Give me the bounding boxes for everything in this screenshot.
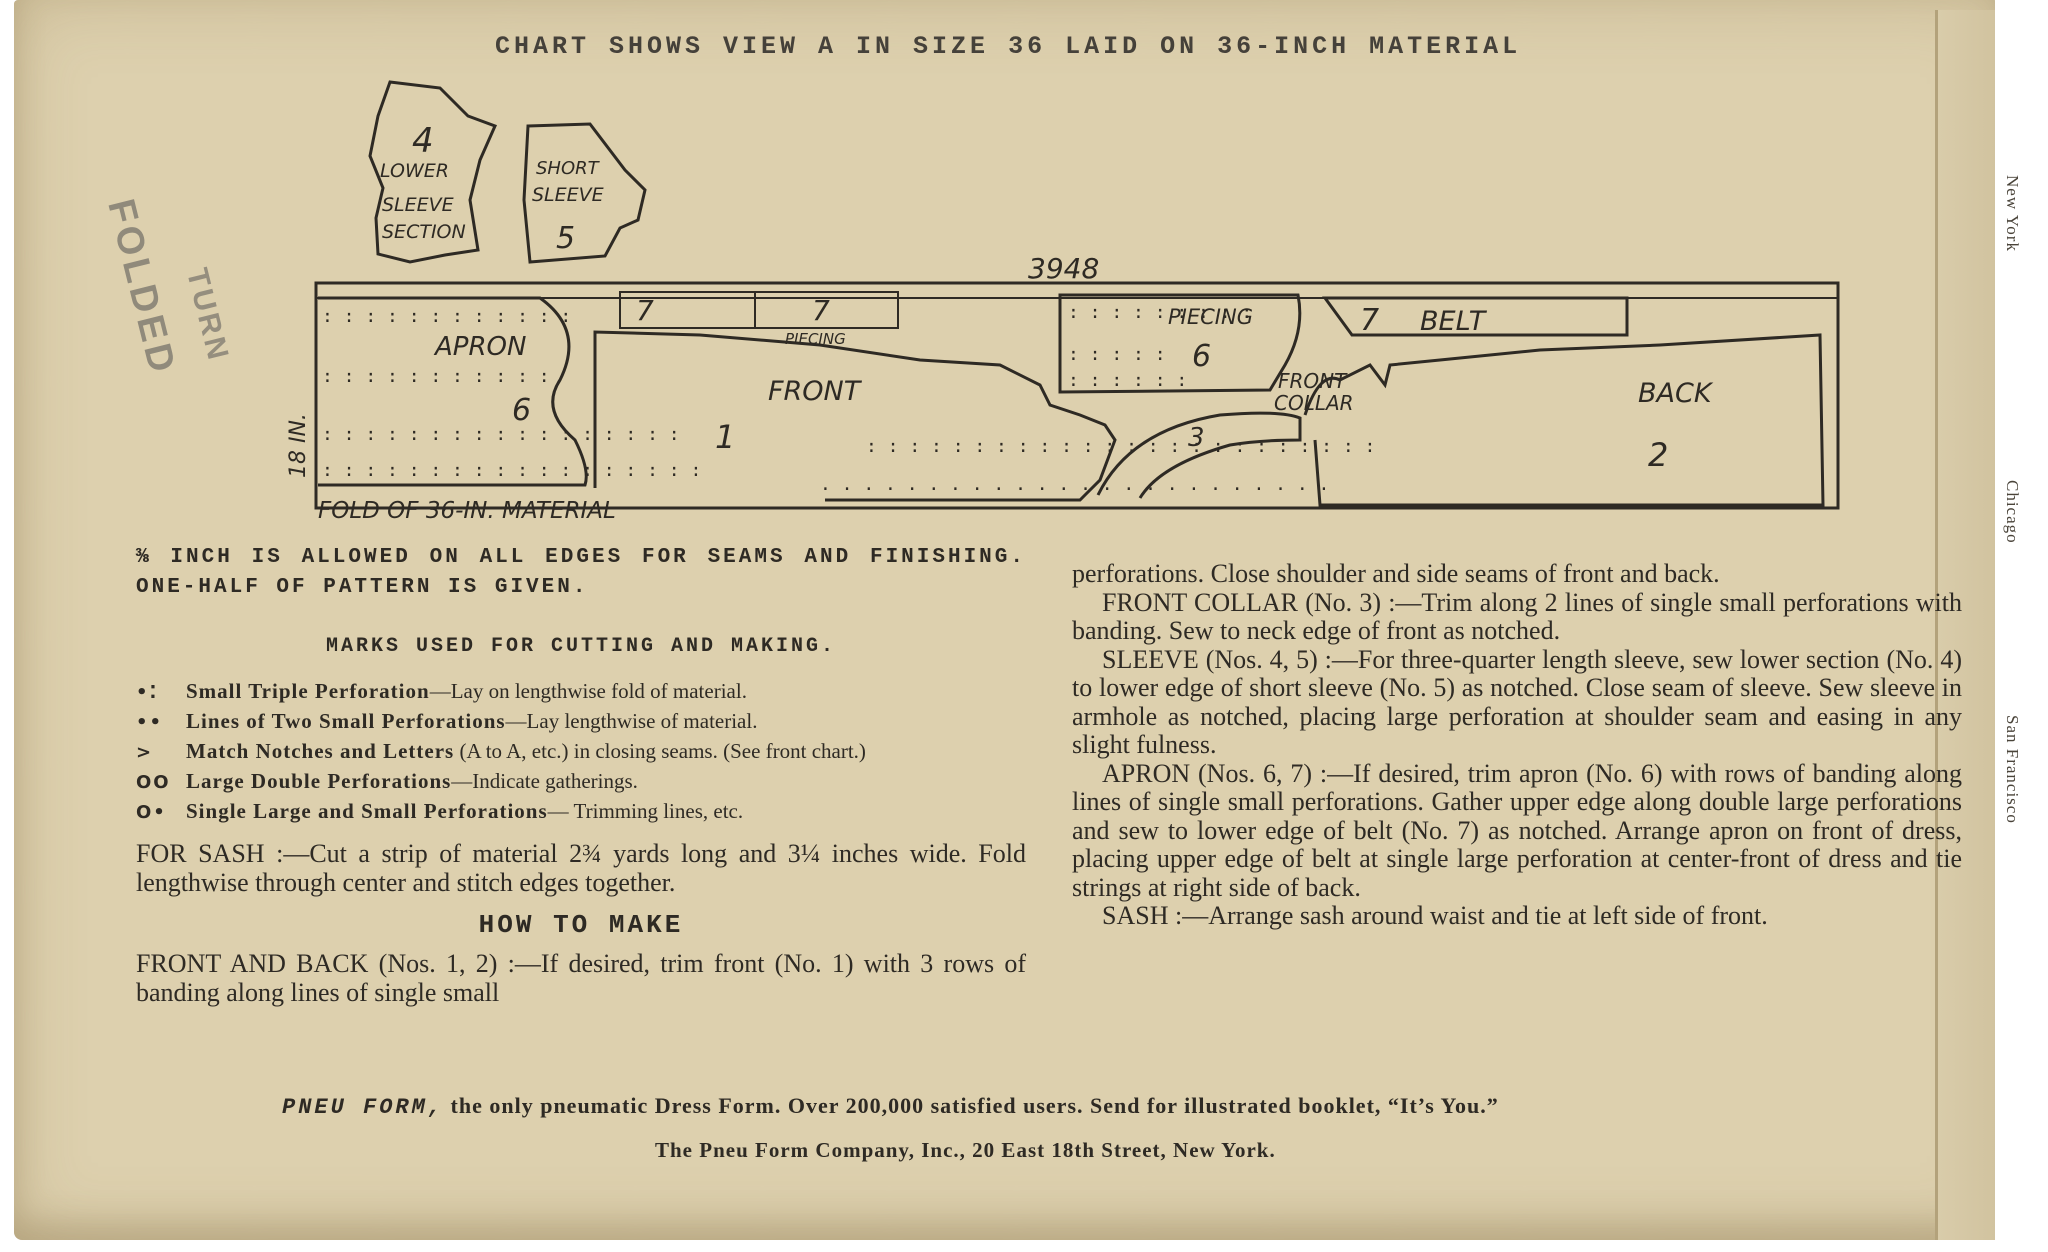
back-label: BACK — [1638, 378, 1714, 409]
svg-text:: : : : : : : : : : : : : : :: : : : : : : : : : : : : : : : : : : : : … — [866, 436, 1375, 457]
legend-desc: — Trimming lines, etc. — [547, 799, 744, 823]
front-collar-label-1: FRONT — [1278, 369, 1348, 393]
left-column: ⅜ INCH IS ALLOWED ON ALL EDGES FOR SEAMS… — [136, 543, 1026, 1007]
legend-desc: —Lay on lengthwise fold of material. — [429, 679, 747, 703]
chart-heading: CHART SHOWS VIEW A IN SIZE 36 LAID ON 36… — [495, 32, 1522, 61]
short-sleeve-number: 5 — [556, 221, 575, 256]
back-piece — [1303, 333, 1825, 507]
brand-name: PNEU FORM, — [282, 1095, 445, 1120]
legend-term: Match Notches and Letters — [186, 739, 455, 763]
legend-term: Single Large and Small Perforations — [186, 799, 548, 823]
piecing-perforations: : : : : : : : : : : : : : : : : : : : : — [1068, 302, 1252, 391]
front-label: FRONT — [768, 376, 863, 407]
lower-sleeve-number: 4 — [412, 121, 434, 161]
piecing-small-label: PIECING — [785, 330, 846, 348]
legend-row-large-double: OO Large Double Perforations—Indicate ga… — [136, 767, 1026, 797]
large-small-perforation-icon: O• — [136, 802, 167, 823]
legend-term: Lines of Two Small Perforations — [186, 709, 506, 733]
front-number: 1 — [715, 418, 735, 456]
front-perforations: : : : : : : : : : : : : : : : : : : : : … — [820, 436, 1375, 495]
svg-text:: : : : :: : : : : : — [1068, 344, 1166, 365]
svg-text:: : : : : : : : :: : : : : : : : : : — [1068, 302, 1252, 323]
lower-sleeve-label-1: LOWER — [380, 160, 449, 182]
apron-number: 6 — [512, 393, 531, 428]
front-piece — [593, 330, 1117, 502]
flap-city-chicago: Chicago — [2003, 480, 2022, 544]
svg-text:: : : : : : : : : : : : : : :: : : : : : : : : : : : : : : : : : : — [322, 460, 701, 481]
strip-piece-b — [754, 291, 899, 329]
front-collar-label-2: COLLAR — [1274, 391, 1354, 415]
front-collar-piece — [1096, 411, 1302, 499]
front-and-back-continued: perforations. Close shoulder and side se… — [1072, 559, 1720, 588]
pattern-number: 3948 — [1028, 252, 1099, 285]
background-edge — [1995, 0, 2048, 1252]
apron-perforations: : : : : : : : : : : : : : : : : : : : : … — [322, 306, 701, 481]
sash-cutting-instructions: FOR SASH :—Cut a strip of material 2¾ ya… — [136, 839, 1026, 897]
marks-title: MARKS USED FOR CUTTING AND MAKING. — [325, 635, 837, 658]
short-sleeve-label-2: SLEEVE — [532, 184, 604, 206]
sleeve-instructions: SLEEVE (Nos. 4, 5) :—For three-quarter l… — [1072, 644, 1962, 759]
svg-text:: : : : : : : : : : : :: : : : : : : : : : : : : — [322, 306, 571, 327]
front-and-back-instructions: FRONT AND BACK (Nos. 1, 2) :—If desired,… — [136, 949, 1026, 1007]
legend-row-notches: > Match Notches and Letters (A to A, etc… — [136, 737, 1026, 767]
svg-text:: : : : : : : : : : :: : : : : : : : : : : : — [322, 366, 550, 387]
belt-number: 7 — [1360, 303, 1379, 338]
svg-text:. . . . . . . . . . . . . . .: . . . . . . . . . . . . . . . . . . . . … — [820, 474, 1329, 495]
marks-legend: •⁚ Small Triple Perforation—Lay on lengt… — [136, 677, 1026, 827]
legend-term: Large Double Perforations — [186, 769, 452, 793]
piecing-piece — [1058, 293, 1302, 394]
legend-row-triple-perforation: •⁚ Small Triple Perforation—Lay on lengt… — [136, 677, 1026, 707]
envelope-paper — [14, 0, 2004, 1240]
short-sleeve-piece — [522, 122, 647, 264]
large-double-perforation-icon: OO — [136, 772, 171, 793]
piecing-label: PIECING — [1168, 305, 1253, 329]
footer-advert: PNEU FORM, the only pneumatic Dress Form… — [282, 1093, 1499, 1120]
lower-sleeve-piece — [368, 80, 498, 264]
front-collar-instructions: FRONT COLLAR (No. 3) :—Trim along 2 line… — [1072, 587, 1962, 645]
legend-desc: —Indicate gatherings. — [451, 769, 638, 793]
flap-city-new-york: New York — [2003, 175, 2022, 252]
notch-icon: > — [136, 742, 154, 763]
double-small-perforation-icon: •• — [136, 712, 164, 733]
cutting-layout-diagram: : : : : : : : : : : : : : : : : : : : : … — [286, 80, 1840, 524]
svg-text:: : : : : :: : : : : : : — [1068, 370, 1187, 391]
legend-term: Small Triple Perforation — [186, 679, 430, 703]
legend-desc: (A to A, etc.) in closing seams. (See fr… — [454, 739, 866, 763]
belt-piece — [1322, 296, 1629, 337]
short-sleeve-label-1: SHORT — [536, 158, 601, 179]
svg-text:: : : : : : : : : : : : : : :: : : : : : : : : : : : : : : : : : — [322, 424, 680, 445]
apron-instructions: APRON (Nos. 6, 7) :—If desired, trim apr… — [1072, 758, 1962, 902]
lower-sleeve-label-3: SECTION — [382, 221, 466, 243]
back-number: 2 — [1648, 436, 1668, 474]
seam-allowance-note: ⅜ INCH IS ALLOWED ON ALL EDGES FOR SEAMS… — [136, 546, 1026, 599]
sash-instructions: SASH :—Arrange sash around waist and tie… — [1102, 901, 1768, 930]
apron-piece — [318, 296, 588, 487]
fold-label: FOLD OF 36-IN. MATERIAL — [318, 498, 616, 524]
how-to-make-title: HOW TO MAKE — [478, 910, 684, 940]
width-label: 18 IN. — [286, 413, 311, 478]
belt-label: BELT — [1420, 306, 1488, 337]
advert-text: the only pneumatic Dress Form. Over 200,… — [444, 1093, 1499, 1118]
apron-label: APRON — [433, 332, 526, 362]
legend-row-two-perforations: •• Lines of Two Small Perforations—Lay l… — [136, 707, 1026, 737]
flap-city-san-francisco: San Francisco — [2003, 715, 2022, 824]
legend-desc: —Lay lengthwise of material. — [505, 709, 758, 733]
right-column: perforations. Close shoulder and side se… — [1072, 559, 1962, 931]
triple-perforation-icon: •⁚ — [136, 682, 159, 703]
strip-number-a: 7 — [636, 294, 654, 327]
lower-sleeve-label-2: SLEEVE — [382, 194, 454, 216]
piecing-number: 6 — [1192, 339, 1211, 374]
collar-number: 3 — [1188, 423, 1205, 453]
strip-number-b: 7 — [812, 294, 830, 327]
legend-row-single-large-small: O• Single Large and Small Perforations— … — [136, 797, 1026, 827]
company-address: The Pneu Form Company, Inc., 20 East 18t… — [655, 1138, 1276, 1162]
